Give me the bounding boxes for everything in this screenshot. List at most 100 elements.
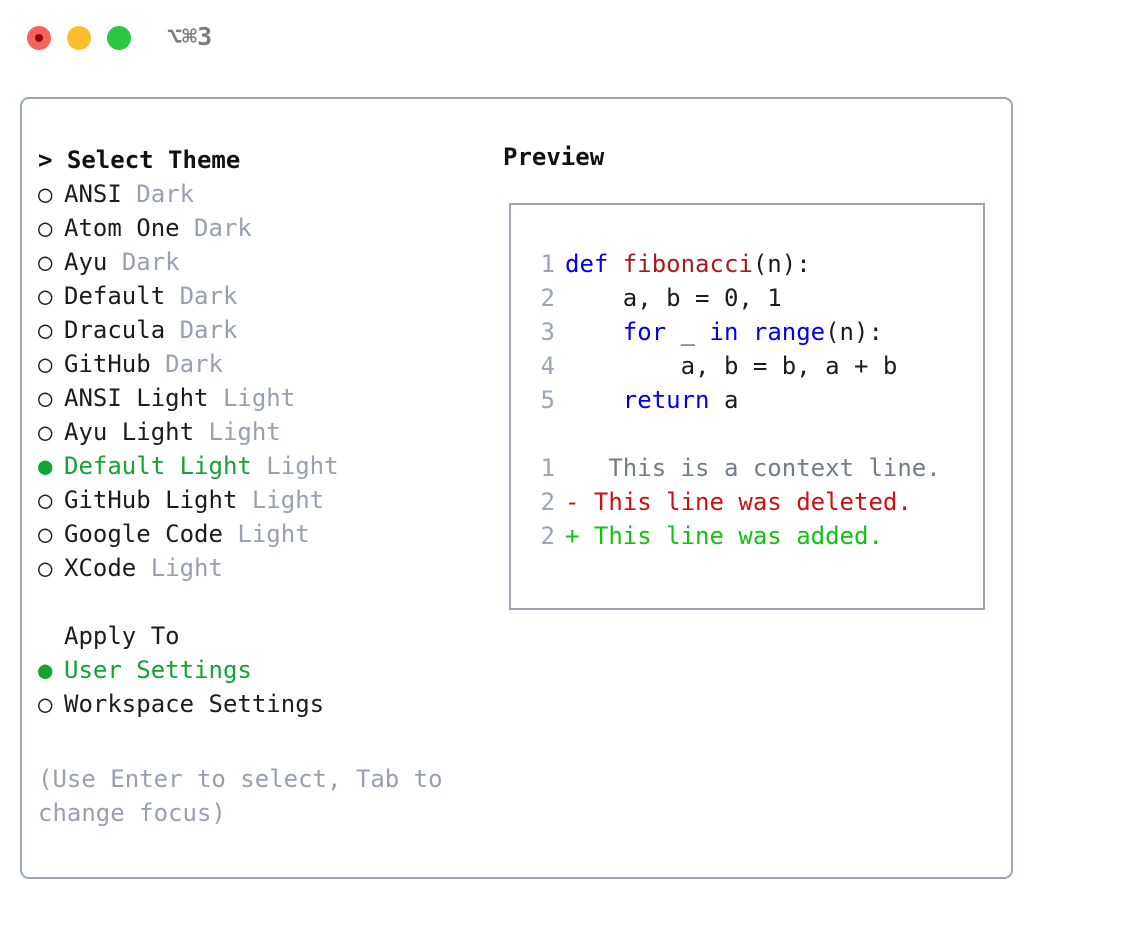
- theme-name: ANSI: [64, 180, 122, 208]
- code-token: return: [622, 386, 710, 414]
- theme-list[interactable]: ○ ANSI Dark ○ Atom One Dark ○ Ayu Dark ○ Defaul…: [38, 177, 488, 585]
- code-token: (n):: [825, 318, 883, 346]
- apply-to-label: User Settings: [64, 656, 252, 684]
- theme-list-item[interactable]: ○Ayu Dark: [38, 245, 488, 279]
- apply-to-label: Workspace Settings: [64, 690, 325, 718]
- theme-list-item[interactable]: ○GitHub Dark: [38, 347, 488, 381]
- theme-name-gap: [237, 486, 251, 514]
- code-line: 5 return a: [531, 383, 941, 417]
- minimize-button[interactable]: [67, 26, 91, 50]
- theme-list-item[interactable]: ○Google Code Light: [38, 517, 488, 551]
- diff-line-number: 1: [540, 454, 555, 482]
- code-token: a, b = b, a + b: [565, 352, 898, 380]
- diff-sign: -: [565, 488, 580, 516]
- apply-to-header: Apply To: [38, 619, 488, 653]
- radio-unselected-icon: ○: [38, 248, 53, 276]
- keyboard-hint: (Use Enter to select, Tab to change focu…: [38, 765, 458, 827]
- code-token: (n):: [752, 250, 811, 278]
- theme-kind-label: Light: [222, 384, 296, 412]
- code-token: for: [622, 318, 667, 346]
- apply-to-header-indent: [38, 619, 64, 653]
- theme-name-gap: [122, 180, 136, 208]
- code-token: a, b = 0, 1: [565, 284, 782, 312]
- radio-unselected-icon: ○: [38, 282, 53, 310]
- close-icon: [35, 34, 43, 42]
- diff-line: 2- This line was deleted.: [531, 485, 941, 519]
- radio-unselected-icon: ○: [38, 214, 53, 242]
- maximize-button[interactable]: [107, 26, 131, 50]
- code-line-number: 5: [540, 386, 555, 414]
- apply-to-item[interactable]: ○Workspace Settings: [38, 687, 488, 721]
- theme-name-gap: [223, 520, 237, 548]
- code-line-number: 1: [540, 250, 555, 278]
- theme-list-item[interactable]: ○ ANSI Dark: [38, 177, 488, 211]
- theme-list-item[interactable]: ○ Dracula Dark: [38, 313, 488, 347]
- code-token: [565, 318, 623, 346]
- theme-name-gap: [165, 316, 179, 344]
- window-title: ⌥⌘3: [167, 22, 213, 51]
- apply-to-list[interactable]: ● User Settings ○Workspace Settings: [38, 653, 488, 721]
- theme-list-item[interactable]: ○ Atom One Dark: [38, 211, 488, 245]
- code-token: in range: [709, 318, 826, 346]
- theme-name-gap: [151, 350, 165, 378]
- theme-kind-label: Light: [251, 486, 325, 514]
- theme-name-gap: [165, 282, 179, 310]
- radio-unselected-icon: ○: [38, 418, 53, 446]
- radio-selected-icon: ●: [38, 656, 53, 684]
- theme-selector-panel: > Select Theme ○ANSI Dark○Atom One Dark○…: [38, 143, 488, 721]
- code-token: def: [565, 250, 623, 278]
- theme-name: ANSI Light: [64, 384, 209, 412]
- apply-to-item[interactable]: ● User Settings: [38, 653, 488, 687]
- theme-name: Atom One: [64, 214, 180, 242]
- theme-name-gap: [136, 554, 150, 582]
- theme-kind-label: Light: [208, 418, 281, 446]
- theme-kind-label: Dark: [136, 180, 195, 208]
- theme-name: Ayu: [64, 248, 108, 276]
- radio-selected-icon: ●: [38, 452, 53, 480]
- code-line-number: 4: [540, 352, 555, 380]
- theme-list-item[interactable]: ○GitHub Light Light: [38, 483, 488, 517]
- radio-unselected-icon: ○: [38, 180, 53, 208]
- code-line-number: 3: [540, 318, 555, 346]
- code-line: 3 for _ in range(n):: [531, 315, 941, 349]
- code-token: _: [666, 318, 710, 346]
- theme-name: Default Light: [64, 452, 252, 480]
- theme-name: Default: [64, 282, 166, 310]
- code-diff-gap: [531, 417, 941, 451]
- theme-name: GitHub Light: [64, 486, 238, 514]
- theme-kind-label: Light: [266, 452, 339, 480]
- apply-to-header-label: Apply To: [64, 622, 180, 650]
- diff-block: 1 This is a context line.2- This line wa…: [531, 451, 941, 553]
- code-line: 1 def fibonacci(n):: [531, 247, 941, 281]
- diff-sign: [565, 454, 579, 482]
- diff-sign: +: [565, 522, 580, 550]
- code-token: a: [709, 386, 739, 414]
- theme-list-item[interactable]: ○ Default Dark: [38, 279, 488, 313]
- theme-kind-label: Dark: [179, 282, 238, 310]
- theme-name: Dracula: [64, 316, 166, 344]
- theme-list-item[interactable]: ○Ayu Light Light: [38, 415, 488, 449]
- theme-list-item[interactable]: ○XCode Light: [38, 551, 488, 585]
- code-token: fibonacci: [622, 250, 753, 278]
- diff-line: 1 This is a context line.: [531, 451, 941, 485]
- theme-name-gap: [180, 214, 194, 242]
- dialog-frame: > Select Theme ○ANSI Dark○Atom One Dark○…: [20, 97, 1013, 879]
- theme-name-gap: [194, 418, 208, 446]
- radio-unselected-icon: ○: [38, 554, 53, 582]
- theme-kind-label: Dark: [179, 316, 238, 344]
- theme-name-gap: [252, 452, 266, 480]
- theme-name: Google Code: [64, 520, 223, 548]
- title-bar: ⌥⌘3: [0, 0, 1140, 78]
- theme-list-item[interactable]: ○ANSI Light Light: [38, 381, 488, 415]
- radio-unselected-icon: ○: [38, 316, 53, 344]
- theme-kind-label: Dark: [194, 214, 252, 242]
- theme-list-item[interactable]: ● Default Light Light: [38, 449, 488, 483]
- theme-kind-label: Light: [237, 520, 310, 548]
- diff-text: This is a context line.: [579, 454, 941, 482]
- code-token: [565, 386, 623, 414]
- theme-kind-label: Dark: [165, 350, 223, 378]
